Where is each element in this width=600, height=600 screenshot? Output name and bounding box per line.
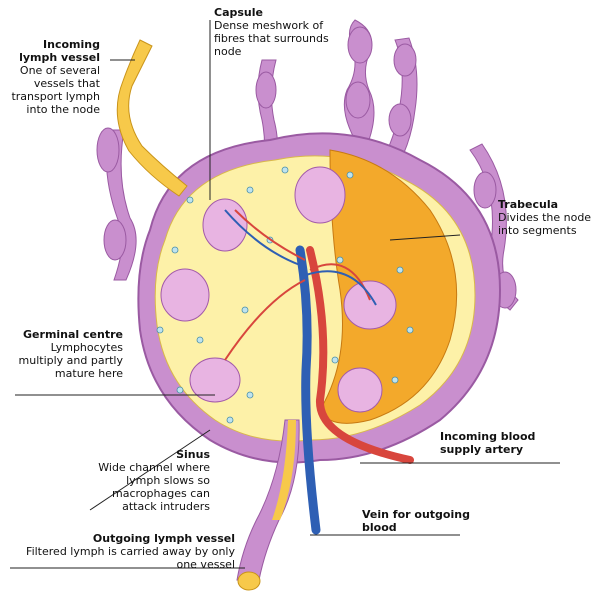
leader-lines [10,20,560,569]
label-title: Sinus [176,448,210,461]
outgoing-vessel-opening [237,571,261,591]
label-desc: One of several vessels that transport ly… [11,64,100,116]
label-desc: Lymphocytes multiply and partly mature h… [18,341,123,380]
label-title: Incoming blood supply artery [440,430,536,456]
label-title: Vein for outgoing blood [362,508,470,534]
label-desc: Divides the node into segments [498,211,592,237]
incoming-lymph-vessel-shape [116,39,188,197]
label-outgoing-lymph-vessel: Outgoing lymph vessel Filtered lymph is … [15,532,235,571]
vessel-branches [224,209,377,361]
label-desc: Dense meshwork of fibres that surrounds … [214,19,329,58]
label-title: Germinal centre [23,328,123,341]
label-desc: Wide channel where lymph slows so macrop… [98,461,210,513]
vein [295,245,321,535]
label-desc: Filtered lymph is carried away by only o… [26,545,235,571]
trabecula-segment [319,149,458,424]
lymphocyte-cells [156,166,414,424]
label-title: Capsule [214,6,263,19]
label-capsule: Capsule Dense meshwork of fibres that su… [214,6,334,58]
label-title: Trabecula [498,198,559,211]
label-vein: Vein for outgoing blood [362,508,472,534]
artery [306,246,414,464]
label-title: Incoming lymph vessel [19,38,100,64]
label-incoming-lymph-vessel: Incoming lymph vessel One of several ves… [8,38,100,116]
label-germinal-centre: Germinal centre Lymphocytes multiply and… [15,328,123,380]
label-sinus: Sinus Wide channel where lymph slows so … [90,448,210,513]
label-title: Outgoing lymph vessel [92,532,235,545]
label-incoming-artery: Incoming blood supply artery [440,430,570,456]
label-trabecula: Trabecula Divides the node into segments [498,198,598,237]
